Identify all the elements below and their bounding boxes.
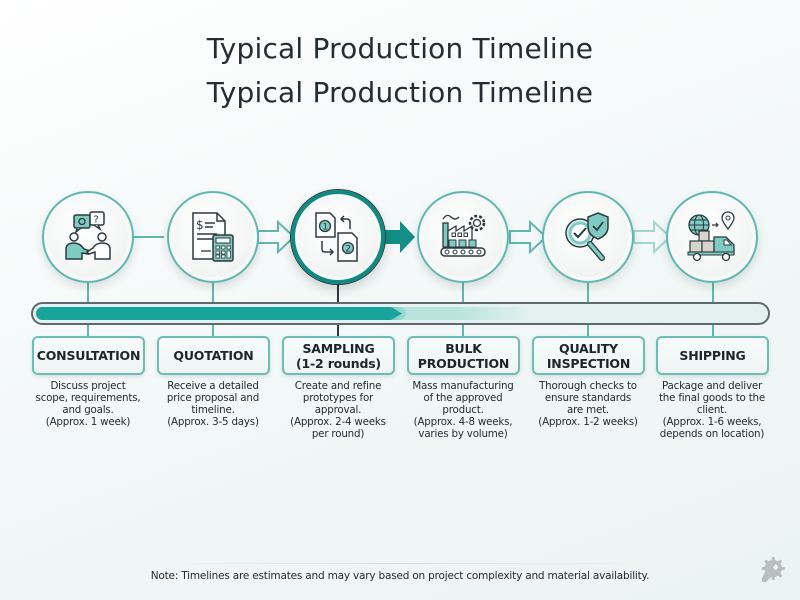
description-text: Create and refine prototypes for approva… [294,380,382,416]
stage-circle-quality-inspection[interactable] [542,191,634,283]
stage-label-quality-inspection[interactable]: QUALITY INSPECTION [532,336,645,375]
stage-description-bulk-production: Mass manufacturing of the approved produ… [400,380,526,440]
stage-circle-sampling[interactable]: 1 2 [291,190,385,284]
arrow-right-icon [633,219,672,255]
stage-circle-quotation[interactable]: $ [167,191,259,283]
stage-label-bulk-production[interactable]: BULK PRODUCTION [407,336,520,375]
magnifier-shield-check-icon [565,212,609,261]
progress-fill-complete [36,307,402,320]
factory-conveyor-icon [440,214,486,257]
stage-label-shipping[interactable]: SHIPPING [656,336,769,375]
arrow-right-filled-icon [384,221,415,253]
stage-label-text: BULK PRODUCTION [417,340,510,371]
svg-text:2: 2 [345,245,351,255]
stage-label-quotation[interactable]: QUOTATION [157,336,270,375]
stage-label-text: SAMPLING (1-2 rounds) [296,340,381,371]
invoice-calculator-icon: $ [192,212,234,262]
connector-line-1-2 [134,236,164,238]
stage-label-text: QUALITY INSPECTION [546,340,631,371]
page-title-duplicate: Typical Production Timeline [206,76,594,109]
description-text: Receive a detailed price proposal and ti… [166,380,260,416]
gear-wrench-icon [761,557,785,582]
stage-circle-shipping[interactable] [666,191,758,283]
globe-delivery-truck-icon [687,211,735,262]
duration-text: (Approx. 3-5 days) [167,416,259,428]
stage-label-text: QUOTATION [173,348,254,363]
duration-text: (Approx. 2-4 weeks per round) [290,416,386,440]
stage-label-text: SHIPPING [679,348,746,363]
stage-description-consultation: Discuss project scope, requirements, and… [25,380,151,428]
footer-divider [150,563,650,564]
stage-label-text: CONSULTATION [36,348,141,363]
arrow-right-icon [509,219,548,255]
description-text: Discuss project scope, requirements, and… [35,380,141,416]
stage-label-consultation[interactable]: CONSULTATION [32,336,145,375]
stage-description-shipping: Package and deliver the final goods to t… [649,380,775,440]
consultation-handshake-icon: ? [65,211,111,260]
stage-label-sampling[interactable]: SAMPLING (1-2 rounds) [282,336,395,375]
svg-text:1: 1 [323,223,329,233]
description-text: Mass manufacturing of the approved produ… [412,380,514,416]
sample-documents-cycle-icon: 1 2 [315,212,358,262]
stage-description-quality-inspection: Thorough checks to ensure standards are … [525,380,651,428]
stage-circle-consultation[interactable]: ? [42,191,134,283]
progress-bar [31,302,770,325]
description-text: Thorough checks to ensure standards are … [539,380,637,416]
stage-description-quotation: Receive a detailed price proposal and ti… [150,380,276,428]
duration-text: (Approx. 1-2 weeks) [538,416,638,428]
page-title: Typical Production Timeline [206,32,594,65]
stage-circle-bulk-production[interactable] [417,191,509,283]
description-text: Package and deliver the final goods to t… [658,380,766,416]
footer-note: Note: Timelines are estimates and may va… [150,570,650,582]
svg-text:$: $ [196,218,204,232]
arrow-right-icon [257,219,296,255]
stage-description-sampling: Create and refine prototypes for approva… [275,380,401,440]
svg-text:?: ? [94,215,99,226]
duration-text: (Approx. 1-6 weeks, depends on location) [659,416,765,440]
duration-text: (Approx. 4-8 weeks, varies by volume) [413,416,513,440]
duration-text: (Approx. 1 week) [45,416,131,428]
